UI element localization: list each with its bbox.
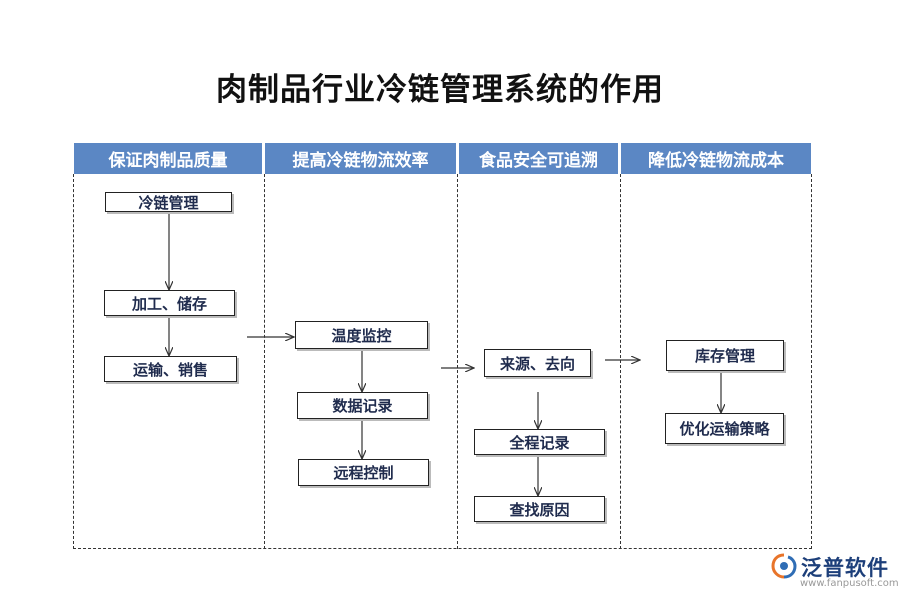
column-header-quality: 保证肉制品质量 [74,143,262,174]
node-find-cause: 查找原因 [474,496,605,522]
node-transport-sales: 运输、销售 [104,356,237,382]
frame-bottom-border [73,548,812,549]
node-processing-storage: 加工、储存 [104,290,235,316]
node-source-destination: 来源、去向 [484,349,591,377]
column-divider-3 [620,174,621,549]
column-header-traceability: 食品安全可追溯 [459,143,618,174]
node-remote-control: 远程控制 [298,459,429,486]
node-inventory-management: 库存管理 [666,340,784,371]
frame-right-border [811,174,812,549]
diagram-title: 肉制品行业冷链管理系统的作用 [216,72,664,108]
node-data-recording: 数据记录 [297,392,428,419]
column-header-cost: 降低冷链物流成本 [621,143,811,174]
logo-url: www.fanpusoft.com [800,578,899,589]
column-divider-2 [457,174,458,549]
logo-brand: 泛普软件 [801,556,889,580]
fanpu-logo-icon [771,553,797,579]
column-header-efficiency: 提高冷链物流效率 [265,143,456,174]
node-temperature-monitoring: 温度监控 [295,321,428,349]
node-full-process-record: 全程记录 [474,429,605,455]
node-cold-chain-management: 冷链管理 [105,192,232,212]
frame-left-border [73,174,74,549]
node-optimize-transport-strategy: 优化运输策略 [665,413,784,444]
fanpu-logo: 泛普软件 www.fanpusoft.com [770,552,899,592]
column-divider-1 [264,174,265,549]
